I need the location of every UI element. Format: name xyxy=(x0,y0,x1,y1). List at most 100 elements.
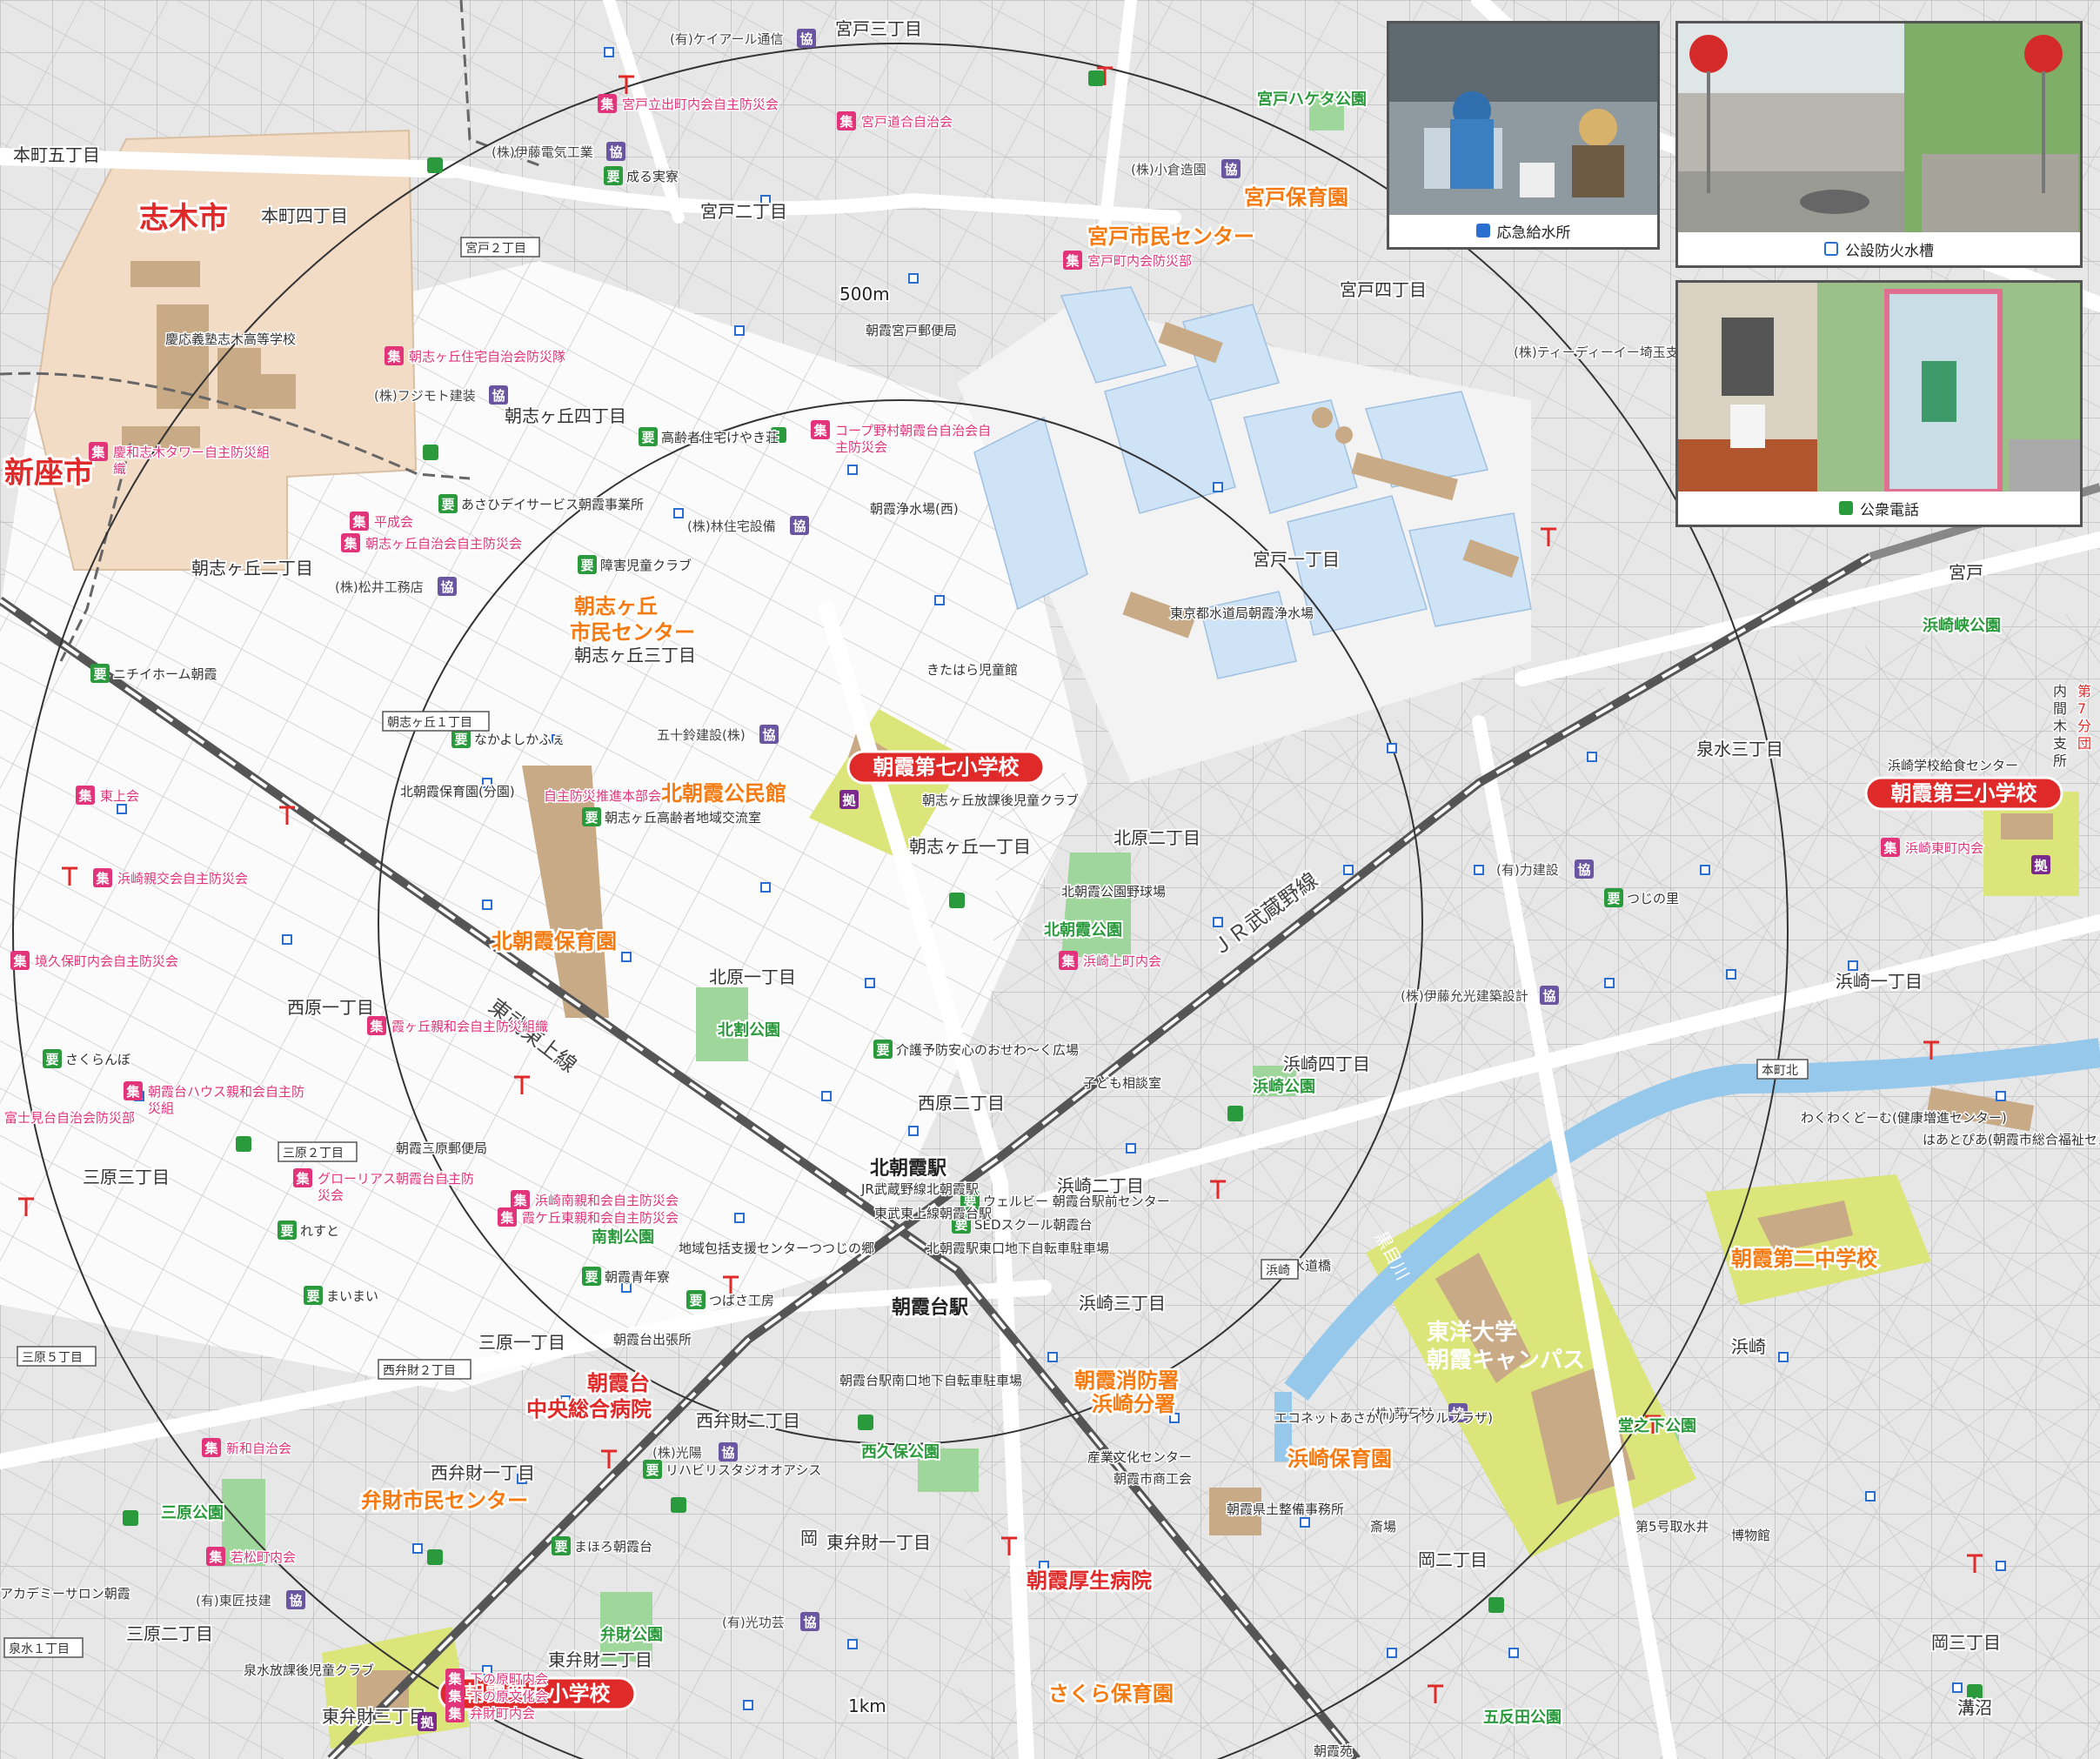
bldg-kitaasaka-danchi xyxy=(522,766,609,1018)
public-phone-icon xyxy=(423,445,438,460)
park-hamazaki xyxy=(1253,1066,1296,1096)
water-plant-buildings xyxy=(1122,321,1520,639)
park-kitawari xyxy=(696,987,748,1061)
district-label: 岡三丁目 xyxy=(1931,1632,2001,1653)
public-phone-icon xyxy=(1839,501,1853,515)
keio-school-buildings xyxy=(122,261,296,448)
yoengo-badge-text: 要 xyxy=(580,558,593,573)
park-label: 浜崎峡公園 xyxy=(1923,616,2001,635)
yoengo-label: つばさ工房 xyxy=(709,1293,774,1308)
fire-cistern-marker xyxy=(560,1395,571,1406)
collection-badge-text: 集 xyxy=(90,445,105,460)
road-marker-box xyxy=(1261,1259,1299,1280)
water-tap-icon xyxy=(1475,224,1490,237)
kyoryoku-label: (株)伊藤電気工業 xyxy=(492,144,593,160)
jishu-bosai-label: 境久保町内会自主防災会 xyxy=(35,953,178,969)
fire-cistern-marker xyxy=(517,1474,527,1484)
other-label: わくわくどーむ(健康増進センター) xyxy=(1801,1110,2007,1126)
fire-cistern-marker xyxy=(1039,1561,1049,1571)
jishu-bosai-label: 災組 xyxy=(148,1100,174,1116)
fire-cistern-marker xyxy=(1700,865,1710,875)
yoengo-badge-text: 要 xyxy=(585,1269,598,1285)
yoengo-label: リハビリスタジオオアシス xyxy=(665,1462,821,1478)
siren-tower-icon xyxy=(1428,1684,1443,1703)
kyoryoku-badge-text: 協 xyxy=(1577,862,1590,878)
district-label: 西弁財二丁目 xyxy=(696,1410,800,1431)
collection-badge xyxy=(511,1190,530,1209)
yoengo-badge-text: 要 xyxy=(93,666,106,682)
jishu-bosai-label: 朝志ヶ丘自治会自主防災会 xyxy=(365,536,522,552)
district-label: 西弁財一丁目 xyxy=(431,1462,535,1483)
yoengo-label: 朝志ヶ丘高齢者地域交流室 xyxy=(605,810,761,826)
district-label: 三原三丁目 xyxy=(83,1167,170,1187)
fire-cistern-marker xyxy=(934,595,945,605)
hospital-asakadai-chuo: 朝霞台 xyxy=(587,1371,650,1395)
collection-badge xyxy=(598,94,617,113)
fire-cistern-marker xyxy=(1996,1561,2006,1571)
other-label: 東武東上線朝霞台駅 xyxy=(874,1206,992,1221)
other-label: エコネットあさか(リサイクルプラザ) xyxy=(1274,1410,1493,1426)
fire-cistern-marker xyxy=(482,1665,492,1675)
fire-cistern-marker xyxy=(1047,1352,1058,1362)
kyoryoku-badge-text: 協 xyxy=(609,144,622,160)
school-label-daini: 朝霞第二中学校 xyxy=(1731,1247,1878,1271)
yoengo-badge xyxy=(278,1221,297,1240)
district-label: 北原二丁目 xyxy=(1114,827,1200,848)
fire-cistern-marker xyxy=(1952,1682,1963,1693)
collection-badge-text: 集 xyxy=(125,1084,140,1100)
yoengo-badge xyxy=(438,494,458,513)
kyoryoku-badge xyxy=(1448,1403,1468,1422)
jishu-bosai-label: 霞ケ丘東親和会自主防災会 xyxy=(522,1210,679,1226)
yoengo-badge xyxy=(873,1040,893,1059)
ring-1km xyxy=(378,399,1423,1445)
ring-label-500m: 500m xyxy=(839,284,890,304)
siren-tower-icon xyxy=(601,1449,617,1468)
kyoryoku-label: (株)小倉造園 xyxy=(1131,162,1207,177)
school-label-daigo xyxy=(438,1676,637,1711)
district-label: 浜崎一丁目 xyxy=(1836,971,1923,992)
yoengo-label: 高齢者住宅けやき荘 xyxy=(661,430,779,445)
collection-badge-text: 集 xyxy=(343,536,358,552)
facility-asashigaoka-center: 市民センター xyxy=(570,620,695,645)
other-label: 朝霞市商工会 xyxy=(1114,1471,1192,1487)
public-phone-icon xyxy=(1488,1597,1504,1613)
kyoryoku-badge xyxy=(489,385,508,405)
other-label: 泉水放課後児童クラブ xyxy=(244,1662,374,1678)
fire-cistern-marker xyxy=(1387,1648,1397,1658)
collection-badge xyxy=(1881,838,1900,857)
district-label: 朝志ヶ丘三丁目 xyxy=(574,645,696,665)
yoengo-label: ニチイホーム朝霞 xyxy=(113,666,217,682)
fire-cistern-marker xyxy=(847,465,858,475)
inset-fire-cistern-photo xyxy=(1678,23,2080,232)
collection-badge xyxy=(367,1016,386,1035)
siren-tower-icon xyxy=(1097,66,1113,85)
district-label: 西原一丁目 xyxy=(287,997,374,1018)
road-marker-box xyxy=(17,1346,97,1367)
park-label: 北割公園 xyxy=(718,1020,780,1040)
collection-badge-text: 集 xyxy=(1065,253,1080,269)
fire-cistern-marker xyxy=(673,508,684,518)
nursery-hamazaki: 浜崎保育園 xyxy=(1287,1447,1392,1471)
kyoryoku-badge xyxy=(606,142,625,161)
fire-cistern-marker xyxy=(865,978,875,988)
siren-tower-icon xyxy=(619,75,634,94)
public-phone-icon xyxy=(858,1415,873,1430)
jishu-bosai-label: 若松町内会 xyxy=(231,1549,296,1565)
fire-station-hamazaki: 浜崎分署 xyxy=(1092,1392,1175,1416)
yoengo-badge xyxy=(582,807,601,826)
district-label: 三原二丁目 xyxy=(126,1623,213,1644)
kyoryoku-label: (有)光功芸 xyxy=(722,1615,785,1630)
public-phone-icon xyxy=(1088,70,1104,86)
district-label: 西原二丁目 xyxy=(918,1093,1005,1114)
collection-badge xyxy=(89,442,108,461)
district-label: 東弁財二丁目 xyxy=(548,1649,652,1670)
other-label: 博物館 xyxy=(1731,1528,1770,1543)
parks xyxy=(222,91,1679,1662)
collection-badge xyxy=(837,111,856,130)
city-boundary xyxy=(0,371,471,480)
jishu-bosai-label: 朝志ヶ丘住宅自治会防災隊 xyxy=(409,349,565,365)
collection-badge-text: 集 xyxy=(386,349,401,365)
kyoten-badge-text: 拠 xyxy=(2034,858,2048,873)
collection-badge-text: 集 xyxy=(447,1706,462,1722)
